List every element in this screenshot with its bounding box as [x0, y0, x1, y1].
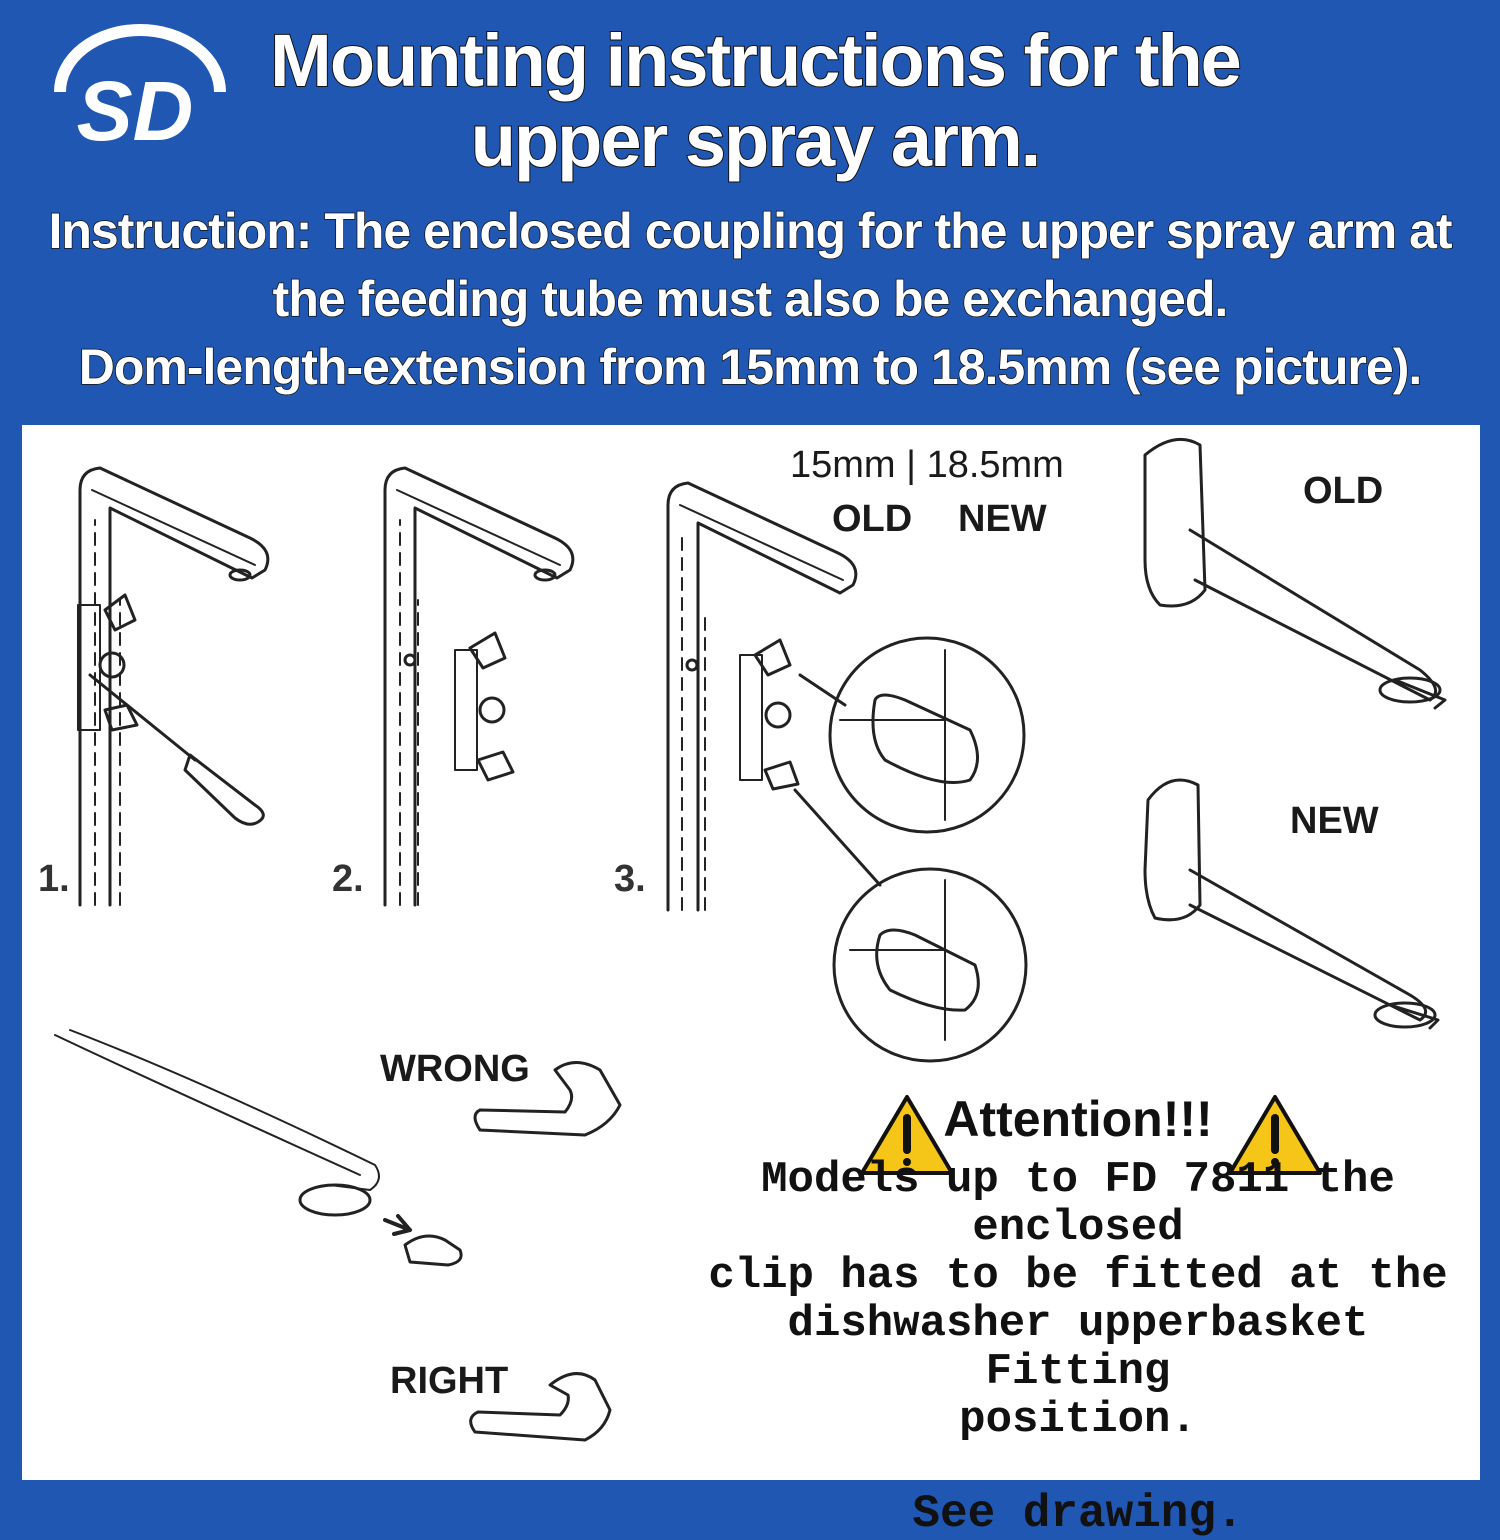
old-arm-label: OLD [1303, 470, 1384, 512]
warning-icon-left [860, 1095, 954, 1175]
attention-line3: dishwasher upperbasket Fitting [787, 1299, 1369, 1397]
step-2-label: 2. [332, 858, 364, 900]
measurement-label: 15mm | 18.5mm [790, 444, 1064, 486]
instruction-line1: Instruction: The enclosed coupling for t… [48, 202, 1454, 260]
step1-drawing [77, 466, 270, 907]
page-title-line2: upper spray arm. [470, 99, 1042, 182]
attention-line4: position. [959, 1395, 1197, 1445]
attention-line1: Models up to FD 7811 the enclosed [761, 1155, 1395, 1253]
old-spray-arm [1143, 437, 1447, 710]
instruction-line3: Dom-length-extension from 15mm to 18.5mm… [78, 338, 1423, 396]
attention-body: Models up to FD 7811 the enclosed clip h… [683, 1156, 1473, 1444]
attention-note: Attention!!! Models up to FD 7811 the en… [683, 1090, 1473, 1540]
attention-line2: clip has to be fitted at the [708, 1251, 1448, 1301]
see-drawing-text: See drawing. [912, 1488, 1244, 1540]
clip-fitting-drawing [54, 1029, 622, 1442]
page-title-line1: Mounting instructions for the [269, 19, 1243, 102]
step-3-label: 3. [614, 858, 646, 900]
measurement-old-label: OLD [832, 498, 913, 540]
attention-heading: Attention!!! [943, 1091, 1213, 1147]
mounting-drawings [54, 437, 1447, 1442]
new-arm-label: NEW [1290, 800, 1379, 842]
instruction-line2: the feeding tube must also be exchanged. [272, 270, 1229, 328]
logo-text: SD [77, 64, 194, 157]
step-1-label: 1. [38, 858, 70, 900]
header: SD Mounting instructions for the upper s… [0, 0, 1500, 425]
step3-drawing [666, 481, 1028, 1063]
step2-drawing [383, 466, 575, 907]
sd-logo: SD [54, 24, 226, 157]
new-spray-arm [1143, 778, 1440, 1030]
wrong-clip-label: WRONG [380, 1048, 530, 1090]
warning-icon-right [1228, 1095, 1322, 1175]
measurement-new-label: NEW [958, 498, 1047, 540]
right-clip-label: RIGHT [390, 1360, 509, 1402]
